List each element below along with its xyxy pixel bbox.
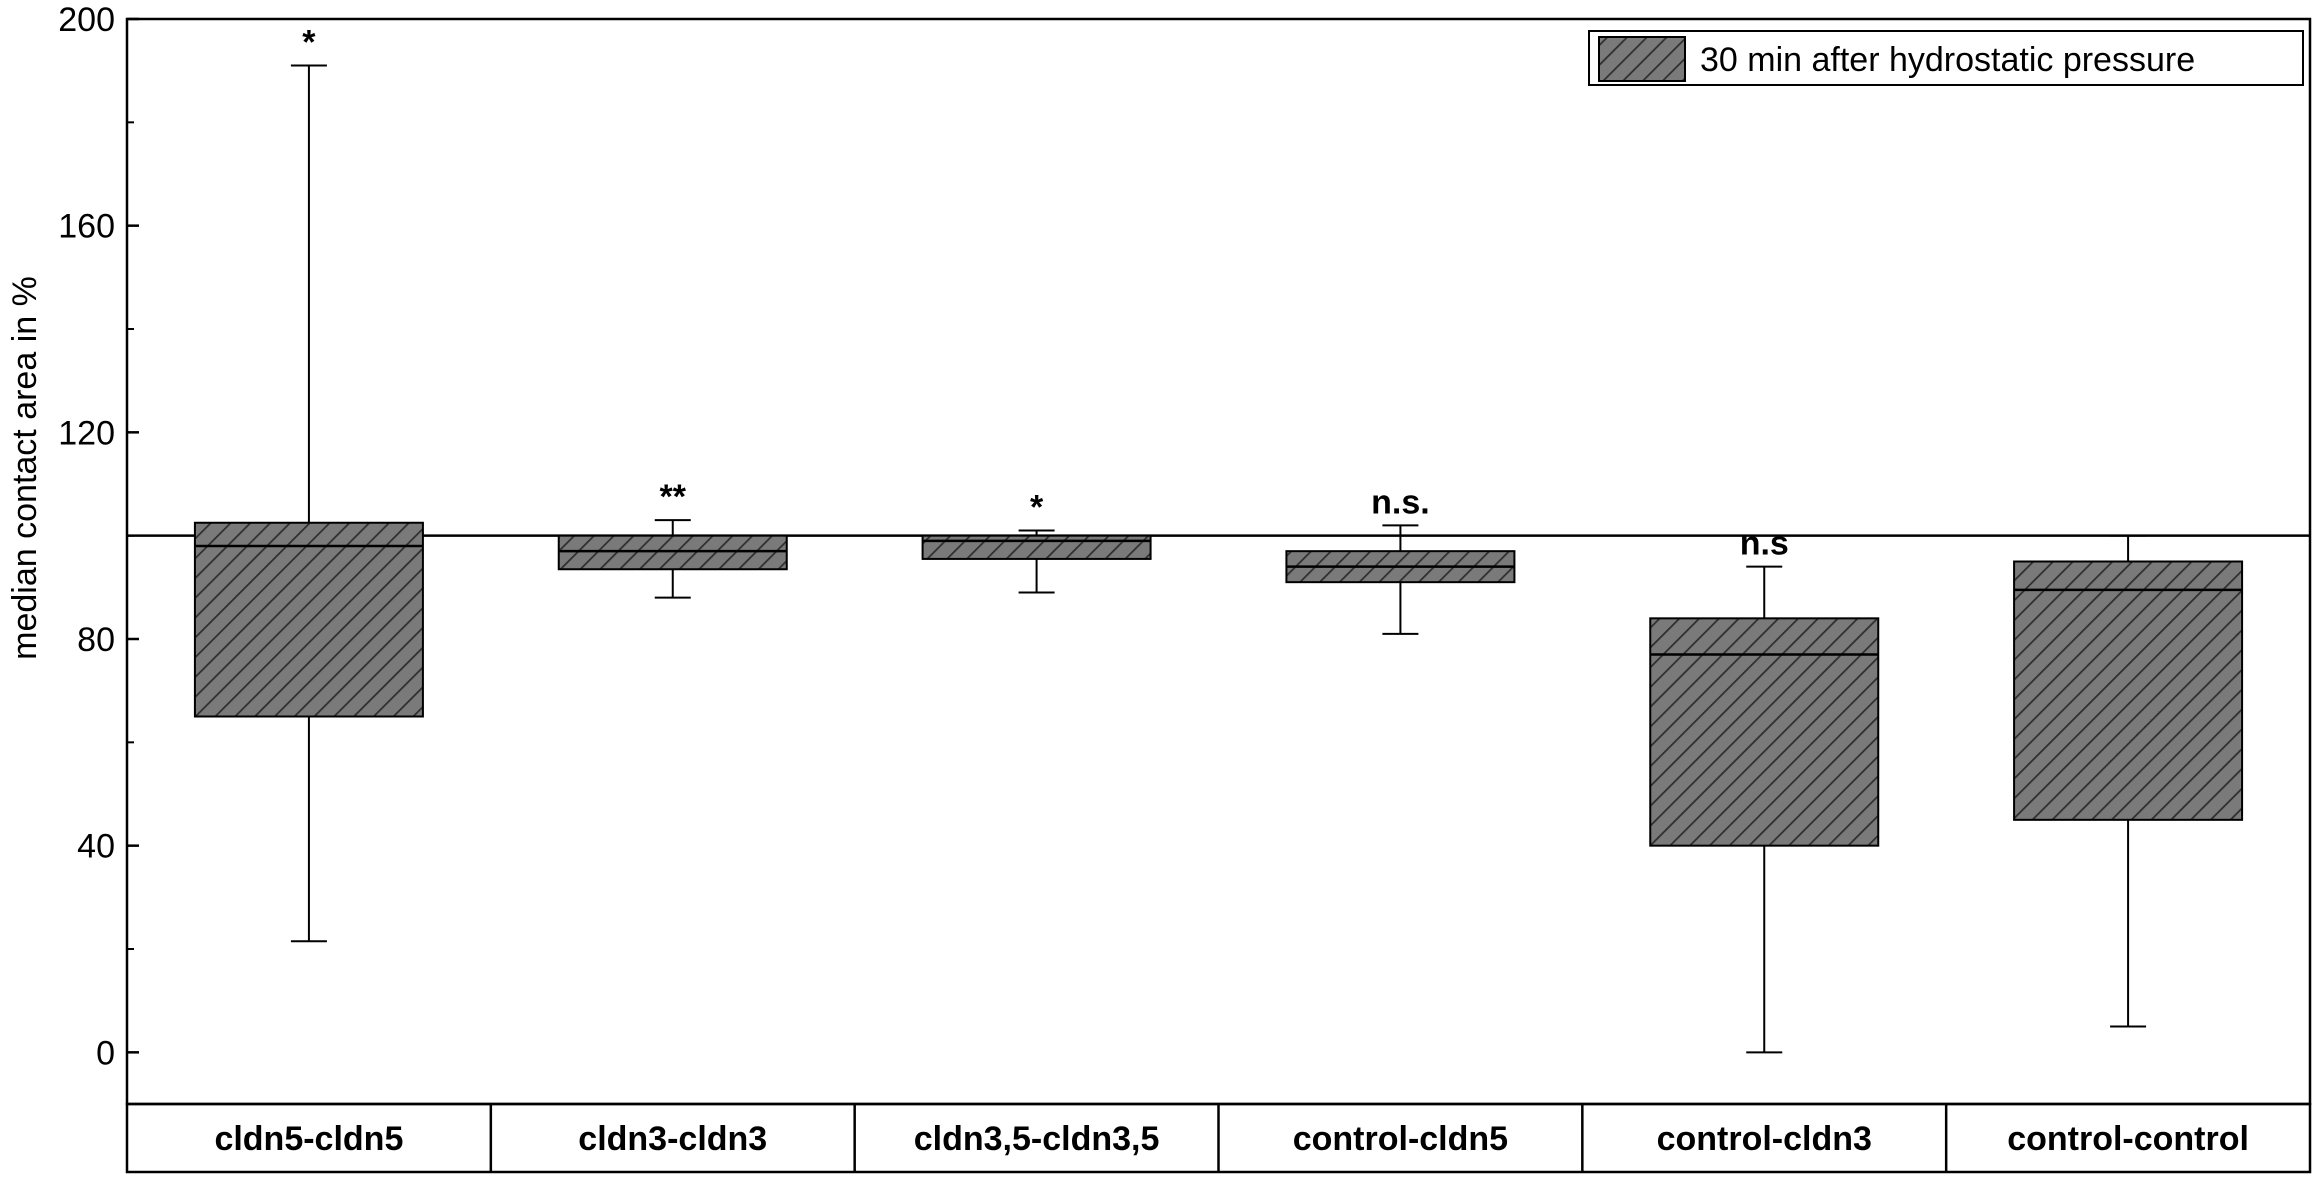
significance-labels: ****n.s.n.s: [302, 24, 1789, 563]
box-control-cldn3: [1649, 565, 1880, 1054]
significance-label: n.s: [1740, 525, 1789, 563]
category-label: control-control: [2007, 1120, 2249, 1158]
category-label: cldn3,5-cldn3,5: [914, 1120, 1160, 1158]
significance-label: n.s.: [1371, 483, 1430, 521]
box-control-control: [2013, 534, 2244, 1028]
y-tick-label: 40: [77, 828, 115, 866]
category-label: control-cldn5: [1293, 1120, 1508, 1158]
plot-area-frame: [125, 17, 2312, 1106]
box-cldn3,5-cldn3,5: [921, 529, 1152, 594]
category-labels: cldn5-cldn5 cldn3-cldn3 cldn3,5-cldn3,5 con…: [214, 1104, 2249, 1172]
y-tick-label: 120: [58, 414, 115, 452]
significance-label: *: [302, 24, 316, 62]
box-iqr: [193, 521, 424, 718]
legend-frame: [1588, 30, 2304, 86]
box-series: [193, 64, 2244, 1054]
significance-label: **: [660, 478, 687, 516]
box-iqr: [921, 534, 1152, 560]
box-iqr: [557, 534, 788, 571]
box-iqr: [2013, 560, 2244, 821]
category-label: cldn3-cldn3: [578, 1120, 767, 1158]
box-iqr: [1649, 617, 1880, 847]
y-tick-label: 80: [77, 621, 115, 659]
box-control-cldn5: [1285, 524, 1516, 635]
y-axis: 0 40 80 120 160 200: [58, 1, 139, 1072]
category-label: control-cldn3: [1657, 1120, 1872, 1158]
legend: 30 min after hydrostatic pressure: [1588, 30, 2304, 86]
y-axis-title: median contact area in %: [6, 276, 44, 660]
legend-swatch: [1598, 36, 1686, 82]
significance-label: *: [1030, 489, 1044, 527]
legend-label: 30 min after hydrostatic pressure: [1700, 41, 2195, 79]
y-tick-label: 160: [58, 208, 115, 246]
y-tick-label: 0: [96, 1034, 115, 1072]
category-label: cldn5-cldn5: [214, 1120, 403, 1158]
y-tick-label: 200: [58, 1, 115, 39]
box-cldn5-cldn5: [193, 64, 424, 943]
box-cldn3-cldn3: [557, 519, 788, 599]
